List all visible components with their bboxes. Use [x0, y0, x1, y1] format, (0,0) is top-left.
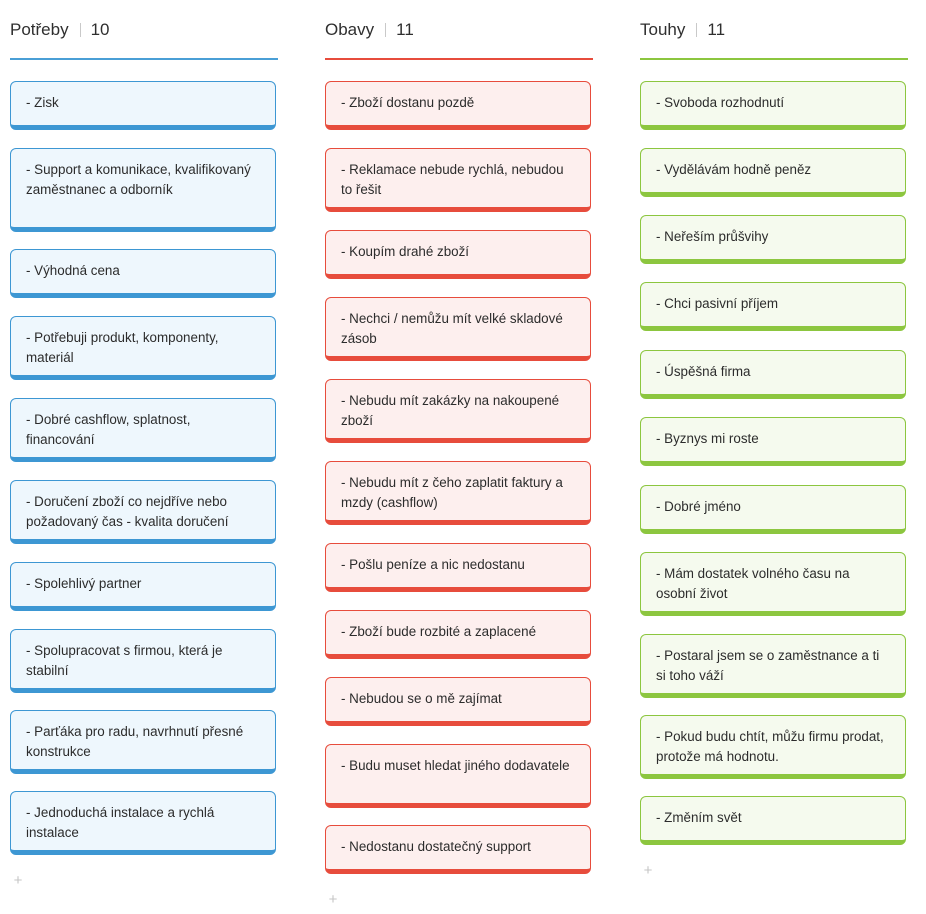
- card-text: - Výhodná cena: [26, 263, 120, 278]
- card-text: - Nechci / nemůžu mít velké skladové zás…: [341, 311, 563, 346]
- column-rule: [325, 58, 593, 60]
- card-text: - Svoboda rozhodnutí: [656, 95, 785, 110]
- card-text: - Vydělávám hodně peněz: [656, 162, 812, 177]
- card[interactable]: - Zboží dostanu pozdě: [325, 81, 591, 130]
- card-text: - Nebudu mít z čeho zaplatit faktury a m…: [341, 475, 563, 510]
- card[interactable]: - Změním svět: [640, 796, 906, 845]
- card[interactable]: - Svoboda rozhodnutí: [640, 81, 906, 130]
- add-card-plus-icon[interactable]: +: [643, 862, 653, 879]
- card-text: - Postaral jsem se o zaměstnance a ti si…: [656, 648, 880, 683]
- card[interactable]: - Parťáka pro radu, navrhnutí přesné kon…: [10, 710, 276, 774]
- card-text: - Spolupracovat s firmou, která je stabi…: [26, 643, 223, 678]
- card-text: - Parťáka pro radu, navrhnutí přesné kon…: [26, 724, 244, 759]
- card-text: - Doručení zboží co nejdříve nebo požado…: [26, 494, 229, 529]
- card[interactable]: - Spolupracovat s firmou, která je stabi…: [10, 629, 276, 693]
- card-text: - Nedostanu dostatečný support: [341, 839, 531, 854]
- card-text: - Zboží bude rozbité a zaplacené: [341, 624, 537, 639]
- column-count: 11: [707, 20, 726, 39]
- card[interactable]: - Reklamace nebude rychlá, nebudou to ře…: [325, 148, 591, 212]
- card[interactable]: - Nedostanu dostatečný support: [325, 825, 591, 874]
- card[interactable]: - Neřeším průšvihy: [640, 215, 906, 264]
- card[interactable]: - Dobré jméno: [640, 485, 906, 534]
- column-header: Touhy 11: [640, 18, 725, 42]
- column-title: Obavy: [325, 20, 375, 39]
- column-count: 10: [90, 20, 110, 39]
- card-text: - Nebudu mít zakázky na nakoupené zboží: [341, 393, 560, 428]
- card[interactable]: - Nebudu mít zakázky na nakoupené zboží: [325, 379, 591, 443]
- card[interactable]: - Nebudou se o mě zajímat: [325, 677, 591, 726]
- card-text: - Byznys mi roste: [656, 431, 759, 446]
- column-title: Potřeby: [10, 20, 69, 39]
- card[interactable]: - Vydělávám hodně peněz: [640, 148, 906, 197]
- card-text: - Pokud budu chtít, můžu firmu prodat, p…: [656, 729, 884, 764]
- card[interactable]: - Dobré cashflow, splatnost, financování: [10, 398, 276, 462]
- card-text: - Chci pasivní příjem: [656, 296, 779, 311]
- card[interactable]: - Výhodná cena: [10, 249, 276, 298]
- card-text: - Potřebuji produkt, komponenty, materiá…: [26, 330, 219, 365]
- card[interactable]: - Byznys mi roste: [640, 417, 906, 466]
- card-text: - Koupím drahé zboží: [341, 244, 470, 259]
- add-card-plus-icon[interactable]: +: [328, 891, 338, 908]
- card[interactable]: - Zisk: [10, 81, 276, 130]
- card-text: - Spolehlivý partner: [26, 576, 142, 591]
- card-text: - Jednoduchá instalace a rychlá instalac…: [26, 805, 215, 840]
- header-divider: [696, 23, 698, 37]
- card-text: - Zisk: [26, 95, 59, 110]
- header-divider: [385, 23, 387, 37]
- card[interactable]: - Nechci / nemůžu mít velké skladové zás…: [325, 297, 591, 361]
- card-text: - Mám dostatek volného času na osobní ži…: [656, 566, 850, 601]
- card-text: - Support a komunikace, kvalifikovaný za…: [26, 162, 251, 197]
- card[interactable]: - Potřebuji produkt, komponenty, materiá…: [10, 316, 276, 380]
- card[interactable]: - Support a komunikace, kvalifikovaný za…: [10, 148, 276, 232]
- card[interactable]: - Spolehlivý partner: [10, 562, 276, 611]
- card-text: - Úspěšná firma: [656, 364, 751, 379]
- column-title: Touhy: [640, 20, 686, 39]
- card-text: - Pošlu peníze a nic nedostanu: [341, 557, 525, 572]
- card[interactable]: - Pošlu peníze a nic nedostanu: [325, 543, 591, 592]
- card-text: - Neřeším průšvihy: [656, 229, 769, 244]
- card-text: - Nebudou se o mě zajímat: [341, 691, 502, 706]
- card[interactable]: - Jednoduchá instalace a rychlá instalac…: [10, 791, 276, 855]
- column-header: Potřeby 10: [10, 18, 110, 42]
- column-count: 11: [396, 20, 414, 39]
- card-text: - Budu muset hledat jiného dodavatele: [341, 758, 570, 773]
- card-text: - Dobré cashflow, splatnost, financování: [26, 412, 191, 447]
- card[interactable]: - Úspěšná firma: [640, 350, 906, 399]
- card-text: - Zboží dostanu pozdě: [341, 95, 475, 110]
- card[interactable]: - Chci pasivní příjem: [640, 282, 906, 331]
- column-rule: [10, 58, 278, 60]
- column-rule: [640, 58, 908, 60]
- card-text: - Změním svět: [656, 810, 742, 825]
- card[interactable]: - Nebudu mít z čeho zaplatit faktury a m…: [325, 461, 591, 525]
- card-text: - Reklamace nebude rychlá, nebudou to ře…: [341, 162, 564, 197]
- header-divider: [79, 23, 81, 37]
- card[interactable]: - Zboží bude rozbité a zaplacené: [325, 610, 591, 659]
- card[interactable]: - Pokud budu chtít, můžu firmu prodat, p…: [640, 715, 906, 779]
- card[interactable]: - Koupím drahé zboží: [325, 230, 591, 279]
- card[interactable]: - Budu muset hledat jiného dodavatele: [325, 744, 591, 808]
- card[interactable]: - Doručení zboží co nejdříve nebo požado…: [10, 480, 276, 544]
- card[interactable]: - Mám dostatek volného času na osobní ži…: [640, 552, 906, 616]
- add-card-plus-icon[interactable]: +: [13, 872, 23, 889]
- card-text: - Dobré jméno: [656, 499, 741, 514]
- column-header: Obavy 11: [325, 18, 414, 42]
- card[interactable]: - Postaral jsem se o zaměstnance a ti si…: [640, 634, 906, 698]
